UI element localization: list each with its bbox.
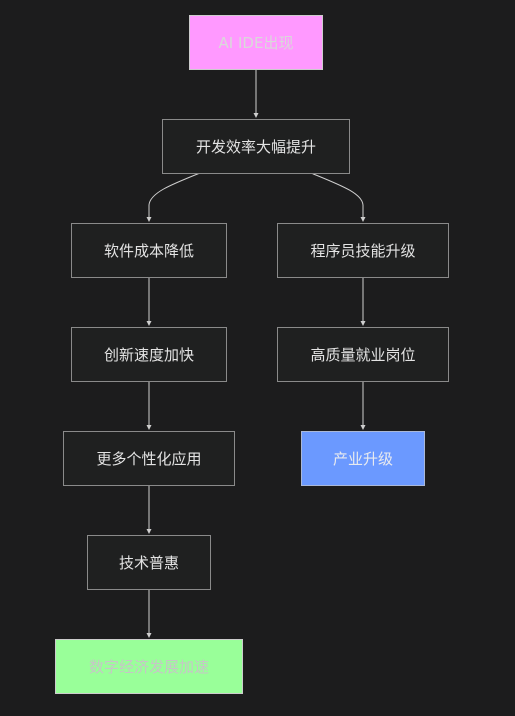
node-personalized-apps: 更多个性化应用: [63, 431, 235, 486]
node-tech-inclusion-label: 技术普惠: [118, 554, 179, 572]
node-industry-upgrade: 产业升级: [301, 431, 425, 486]
node-software-cost-label: 软件成本降低: [103, 242, 194, 260]
node-digital-economy: 数字经济发展加速: [55, 639, 243, 694]
node-innovation-speed: 创新速度加快: [71, 327, 227, 382]
node-dev-efficiency: 开发效率大幅提升: [162, 119, 350, 174]
node-ai-ide-label: AI IDE出现: [218, 34, 294, 52]
node-programmer-skills-label: 程序员技能升级: [310, 242, 416, 260]
node-software-cost: 软件成本降低: [71, 223, 227, 278]
node-ai-ide: AI IDE出现: [189, 15, 323, 70]
node-tech-inclusion: 技术普惠: [87, 535, 211, 590]
node-digital-economy-label: 数字经济发展加速: [88, 658, 209, 676]
node-industry-upgrade-label: 产业升级: [332, 450, 393, 468]
edge-dev-efficiency-to-software-cost: [146, 172, 201, 222]
edge-dev-efficiency-to-programmer-skills: [310, 172, 366, 222]
node-personalized-apps-label: 更多个性化应用: [96, 450, 202, 468]
node-quality-jobs-label: 高质量就业岗位: [310, 346, 416, 364]
node-innovation-speed-label: 创新速度加快: [103, 346, 194, 364]
node-quality-jobs: 高质量就业岗位: [277, 327, 449, 382]
node-programmer-skills: 程序员技能升级: [277, 223, 449, 278]
node-dev-efficiency-label: 开发效率大幅提升: [195, 138, 316, 156]
